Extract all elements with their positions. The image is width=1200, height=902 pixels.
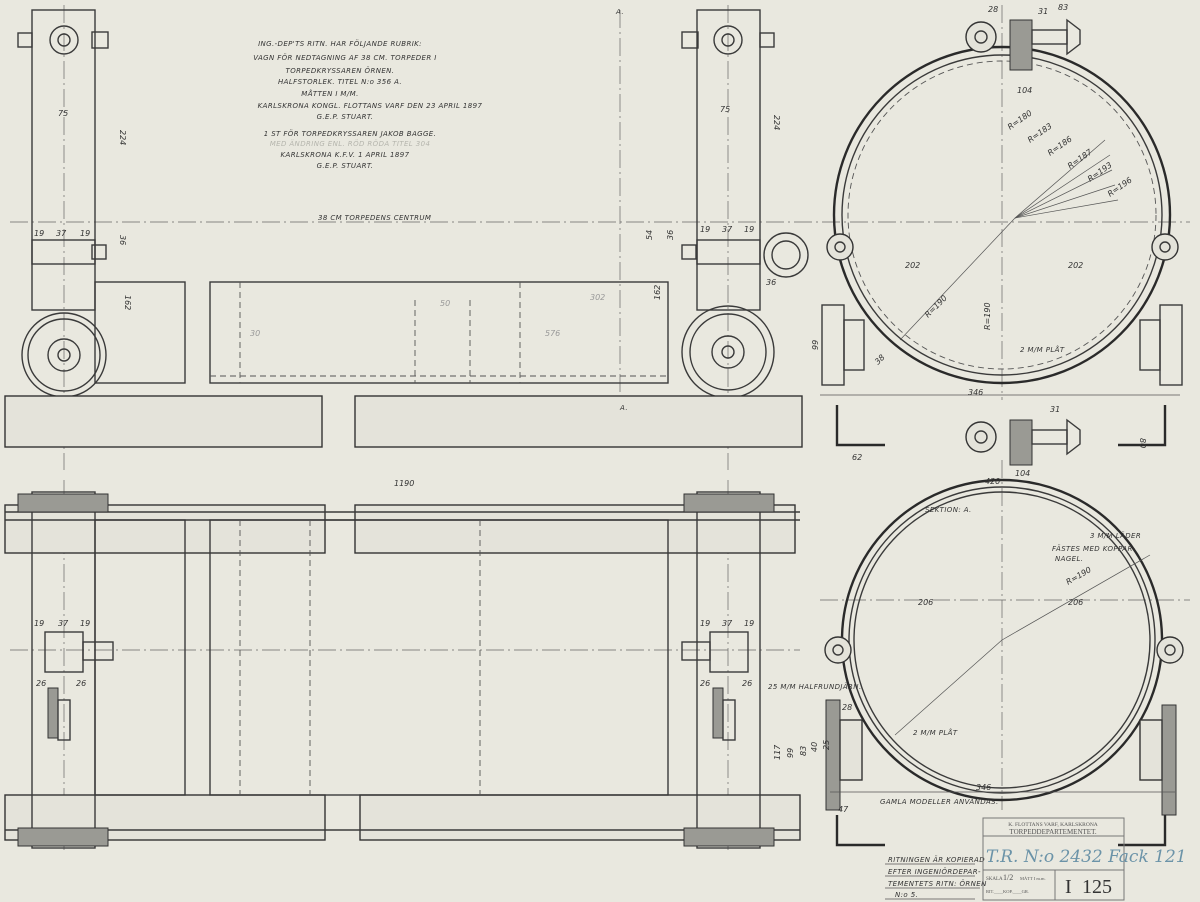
drawing-text: 99 [811, 340, 820, 350]
drawing-text: 162 [653, 285, 662, 300]
drawing-text: 19 [744, 619, 754, 628]
drawing-text: 224 [772, 115, 781, 130]
drawing-text: 576 [545, 329, 560, 338]
drawing-text: 346 [968, 388, 983, 397]
drawing-text: 2 M/M PLÅT [913, 728, 958, 737]
drawing-text: TORPEDKRYSSAREN ÖRNEN. [286, 66, 395, 75]
drawing-text: A. [619, 404, 628, 412]
drawing-text: 117 [773, 744, 782, 760]
drawing-text: 19 [34, 229, 44, 238]
drawing-text: 420 [985, 477, 1000, 486]
drawing-text: HALFSTORLEK. TITEL N:o 356 A. [278, 78, 402, 86]
drawing-text: 104 [1017, 86, 1032, 95]
drawing-text: G.E.P. STUART. [317, 113, 374, 121]
drawing-text: 19 [34, 619, 44, 628]
drawing-text: A. [615, 8, 624, 16]
drawing-text: 75 [720, 105, 730, 114]
drawing-text: 1/2 [1003, 873, 1013, 882]
drawing-text: MÅTT I m.m. [1020, 876, 1046, 881]
drawing-text: 302 [590, 293, 605, 302]
drawing-text: 31 [1050, 405, 1060, 414]
drawing-text: KARLSKRONA K.F.V. 1 APRIL 1897 [281, 151, 410, 159]
drawing-text: 75 [58, 109, 68, 118]
drawing-text: SEKTION: A. [925, 506, 972, 514]
title-block: ING.-DEP'TS RITN. HAR FÖLJANDE RUBRIK: V… [253, 39, 482, 170]
drawing-text: EFTER INGENIÖRDEPAR- [888, 867, 981, 876]
drawing-text: 202 [1068, 261, 1083, 270]
drawing-text: 36 [766, 278, 776, 287]
drawing-text: 346 [976, 783, 991, 792]
drawing-text: 25 M/M HALFRUNDJÄRN. [768, 682, 862, 691]
drawing-text: 54 [645, 230, 654, 240]
drawing-text: 3 M/M LÄDER [1090, 531, 1141, 540]
drawing-text: SKALA [986, 877, 1003, 882]
drawing-text: 202 [905, 261, 920, 270]
drawing-text: 19 [700, 619, 710, 628]
drawing-text: TORPEDDEPARTEMENTET. [1009, 828, 1096, 836]
ring-section-view [824, 418, 1184, 847]
drawing-text: 1190 [394, 479, 414, 488]
drawing-text: 26 [36, 679, 46, 688]
drawing-text: R=190 [983, 302, 992, 330]
ring-end-view [820, 18, 1183, 447]
drawing-text: TEMENTETS RITN: ÖRNEN [888, 879, 987, 888]
drawing-text: 26 [742, 679, 752, 688]
annotations: 38 CM TORPEDENS CENTRUM SEKTION: A. 3 M/… [318, 8, 1141, 806]
drawing-text: 26 [700, 679, 710, 688]
drawing-text: 99 [786, 748, 795, 758]
drawing-text: FÄSTES MED KOPPAR- [1052, 544, 1136, 553]
drawing-text: 26 [76, 679, 86, 688]
drawing-text: 206 [1068, 598, 1083, 607]
drawing-text: KARLSKRONA KONGL. FLOTTANS VARF DEN 23 A… [258, 102, 483, 110]
drawing-text: T.R. N:o 2432 Fack 121 [986, 847, 1187, 867]
drawing-text: 25 [822, 740, 831, 750]
drawing-text: 224 [118, 130, 127, 145]
drawing-text: 83 [799, 746, 808, 756]
drawing-text: 31 [1038, 7, 1048, 16]
drawing-text: 36 [666, 230, 675, 240]
drawing-text: 104 [1015, 469, 1030, 478]
drawing-text: 19 [80, 619, 90, 628]
copy-note: RITNINGEN ÄR KOPIERAD EFTER INGENIÖRDEPA… [885, 855, 987, 900]
side-elevation [4, 9, 809, 448]
drawing-text: 2 M/M PLÅT [1020, 345, 1065, 354]
drawing-text: 37 [56, 229, 67, 238]
drawing-text: NAGEL. [1055, 555, 1083, 563]
drawing-text: RITNINGEN ÄR KOPIERAD [888, 855, 985, 864]
drawing-text: 40 [810, 742, 819, 752]
plan-view [4, 491, 801, 849]
drawing-text: 1 ST FÖR TORPEDKRYSSAREN JAKOB BAGGE. [264, 129, 437, 138]
drawing-text: VAGN FÖR NEDTAGNING AF 38 CM. TORPEDER I [253, 53, 437, 62]
drawing-text: RIT.____KOP.____GR. [986, 889, 1029, 894]
drawing-text: 37 [722, 225, 733, 234]
drawing-text: GAMLA MODELLER ANVÄNDAS. [880, 797, 999, 806]
drawing-text: 28 [988, 5, 998, 14]
drawing-text: MÅTTEN I M/M. [301, 89, 358, 98]
archive-stamp: K. FLOTTANS VARF, KARLSKRONA TORPEDDEPAR… [982, 817, 1187, 901]
drawing-text: 47 [838, 805, 849, 814]
drawing-text: 80 [1138, 438, 1147, 448]
drawing-text: 19 [700, 225, 710, 234]
drawing-text: 37 [722, 619, 733, 628]
drawing-text: 38 CM TORPEDENS CENTRUM [318, 214, 431, 222]
drawing-text: 19 [744, 225, 754, 234]
drawing-text: I [1065, 876, 1072, 898]
drawing-text: ING.-DEP'TS RITN. HAR FÖLJANDE RUBRIK: [258, 39, 422, 48]
drawing-text: MED ÄNDRING ENL. RÖD RÖDA TITEL 304 [270, 139, 431, 148]
drawing-text: 162 [123, 295, 132, 310]
drawing-text: 36 [118, 235, 127, 245]
drawing-text: 37 [58, 619, 69, 628]
drawing-text: 62 [852, 453, 862, 462]
drawing-text: G.E.P. STUART. [317, 162, 374, 170]
drawing-text: 19 [80, 229, 90, 238]
drawing-text: 83 [1058, 3, 1068, 12]
drawing-text: 30 [250, 329, 260, 338]
drawing-text: 28 [842, 703, 852, 712]
drawing-text: 50 [440, 299, 450, 308]
drawing-text: 206 [918, 598, 933, 607]
drawing-text: K. FLOTTANS VARF, KARLSKRONA [1008, 822, 1098, 828]
drawing-text: 125 [1082, 876, 1112, 898]
drawing-text: N:o 5. [895, 891, 918, 899]
